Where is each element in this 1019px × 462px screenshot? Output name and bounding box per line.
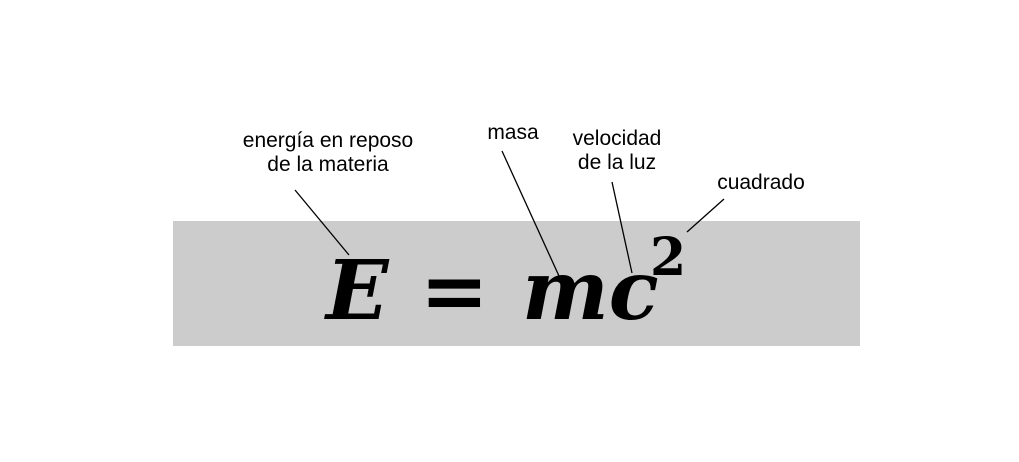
- label-cuadrado-text: cuadrado: [717, 171, 805, 194]
- label-velocidad-line2: de la luz: [577, 151, 657, 174]
- label-masa-text: masa: [487, 121, 539, 144]
- label-energia-line1: energía en reposo: [242, 129, 414, 152]
- equation-equals-sign: =: [420, 243, 489, 339]
- label-velocidad: velocidad de la luz: [559, 127, 675, 175]
- equation-mass-light-symbols: mc: [522, 243, 659, 339]
- label-energia: energía en reposo de la materia: [226, 129, 430, 177]
- equation-exponent: 2: [650, 227, 687, 288]
- equation-energy-symbol: E: [326, 243, 389, 339]
- label-cuadrado: cuadrado: [703, 171, 819, 195]
- label-masa: masa: [476, 121, 550, 145]
- label-velocidad-line1: velocidad: [572, 127, 662, 150]
- label-energia-line2: de la materia: [267, 153, 389, 176]
- equation-box: [173, 221, 860, 346]
